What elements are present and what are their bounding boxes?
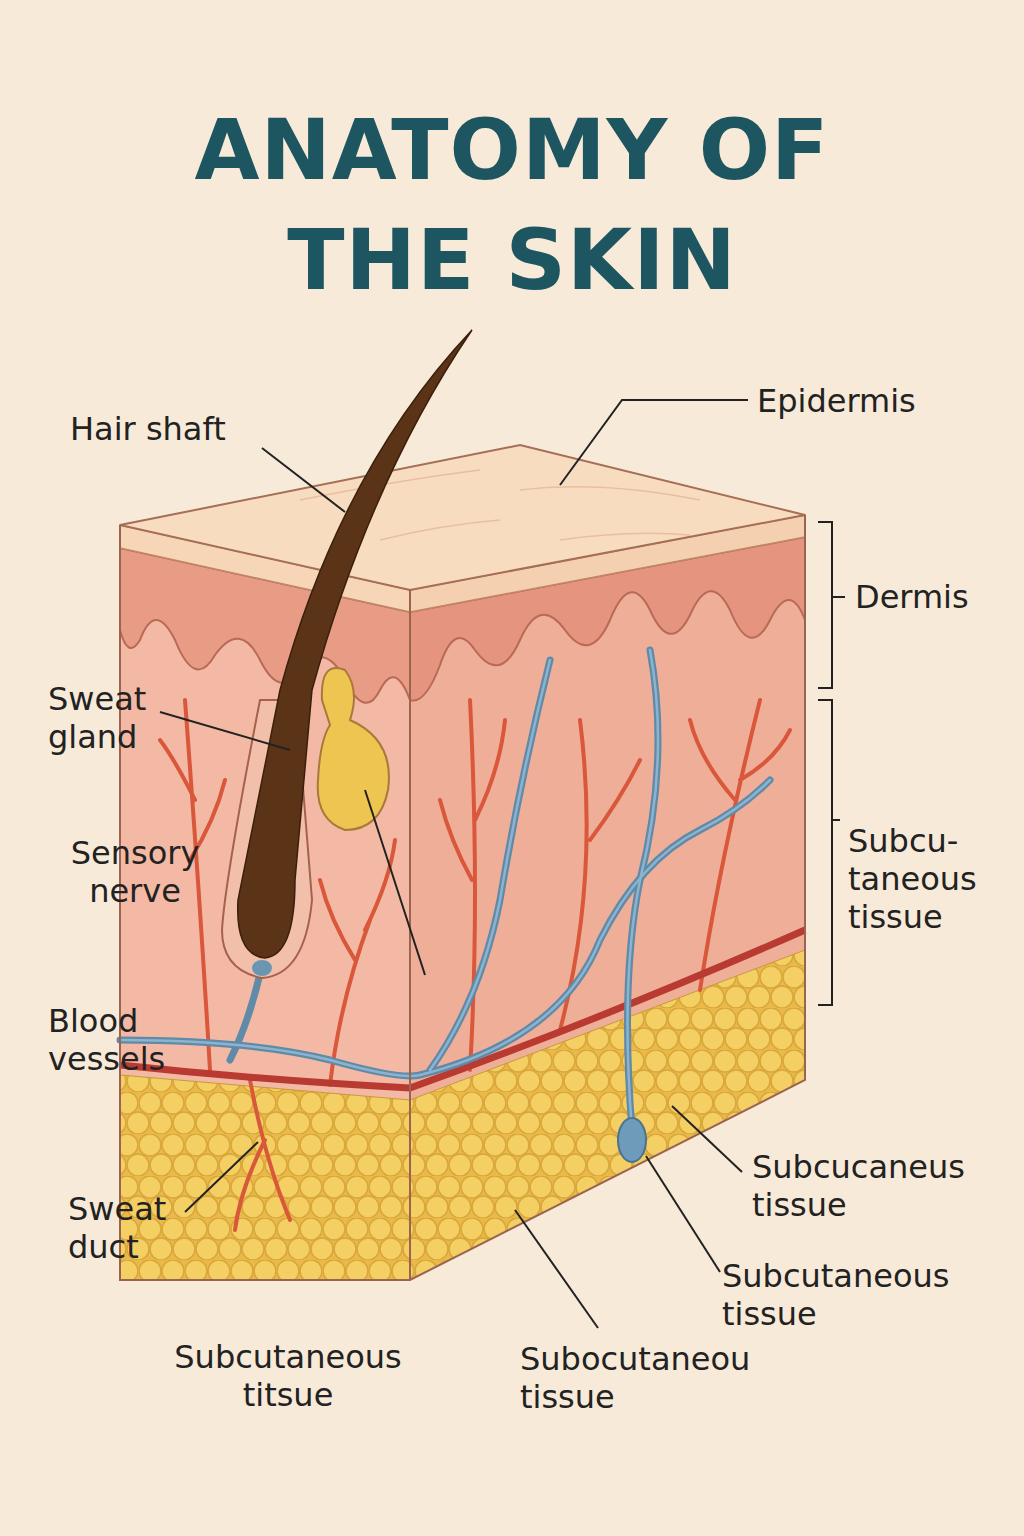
part-label: Subcutaneous tissue (722, 1257, 1002, 1333)
part-label: Subcu- taneous tissue (848, 822, 1018, 936)
part-label: Subcutaneous titsue (148, 1338, 428, 1414)
layer-bracket (818, 522, 845, 1005)
skin-surface (120, 445, 805, 590)
part-label: Subcucaneus tissue (752, 1148, 1014, 1224)
part-label: Dermis (855, 578, 1015, 616)
part-label: Epidermis (757, 382, 1017, 420)
vein-highlight (120, 650, 770, 1130)
vein (120, 650, 770, 1130)
fat-layer (120, 1075, 410, 1280)
block-outline (120, 515, 805, 1280)
hair-shaft (238, 330, 472, 958)
part-label: Sweat duct (68, 1190, 228, 1266)
part-label: Sensory nerve (40, 834, 230, 910)
part-label: Subocutaneou tissue (520, 1340, 810, 1416)
sebaceous-gland (318, 668, 389, 830)
leader-lines (160, 400, 748, 1328)
sweat-coil (618, 1118, 646, 1162)
part-label: Hair shaft (70, 410, 320, 448)
diagram-title: ANATOMY OF THE SKIN (162, 95, 862, 315)
dermis-right-face (410, 515, 805, 1280)
artery-branches (160, 700, 790, 1230)
part-label: Sweat gland (48, 680, 198, 756)
part-label: Blood vessels (48, 1002, 218, 1078)
hair-papilla (252, 960, 272, 976)
